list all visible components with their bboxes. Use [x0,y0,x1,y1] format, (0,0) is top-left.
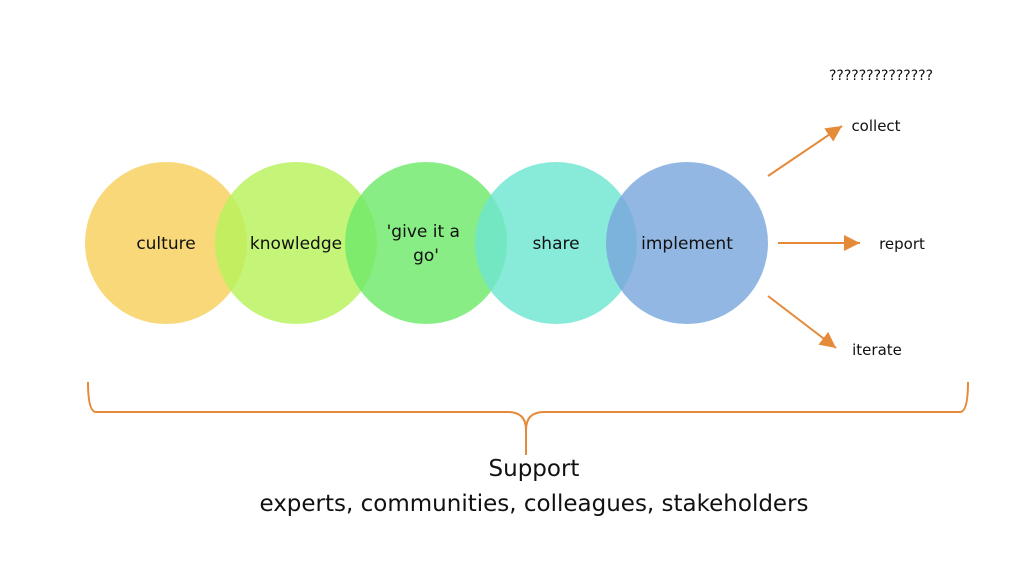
collect-arrow [767,125,843,177]
iterate-arrow [767,295,837,349]
collect-label: collect [851,117,900,135]
support-brace [87,381,969,455]
culture-label: culture [136,234,195,254]
knowledge-circle [215,162,377,324]
give-it-a-go-circle [345,162,507,324]
implement-circle [606,162,768,324]
iterate-label: iterate [852,341,902,359]
give-it-a-go-line-1: 'give it a [387,222,466,242]
give-it-a-go-line-2: go' [413,246,439,266]
support-title: Support [489,456,580,482]
share-circle [475,162,637,324]
report-label: report [879,235,925,253]
implement-label: implement [641,234,733,254]
support-subtitle: experts, communities, colleagues, stakeh… [259,491,808,517]
circle-group [85,162,768,324]
culture-circle [85,162,247,324]
share-label: share [532,234,579,254]
question-label: ?????????????? [829,68,933,84]
knowledge-label: knowledge [250,234,342,254]
give-it-a-go-label: 'give it a go' [387,222,466,266]
